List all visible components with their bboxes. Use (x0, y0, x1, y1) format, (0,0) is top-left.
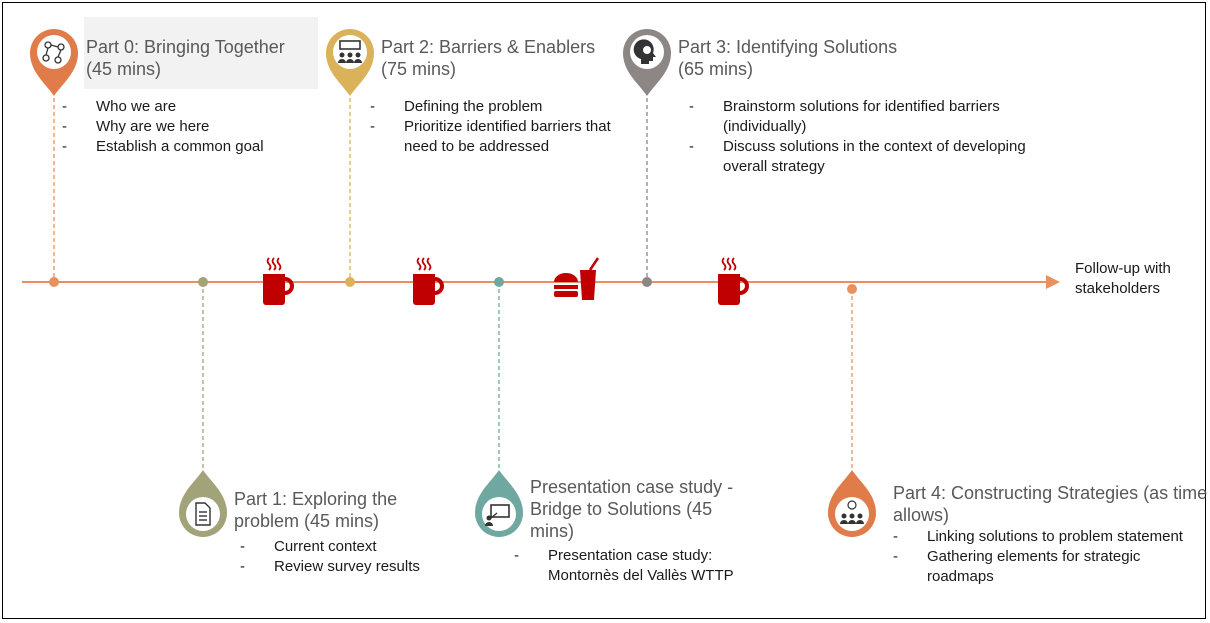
people-network-icon (42, 41, 65, 64)
part0-title-line2: (45 mins) (86, 59, 162, 79)
timeline-dot-part4 (847, 284, 857, 294)
part4-bullet: Gathering elements for strategic roadmap… (893, 547, 1183, 587)
part2-title-line1: Part 2: Barriers & Enablers (381, 37, 596, 57)
part4-bullets: Linking solutions to problem statement G… (893, 527, 1183, 587)
part1-bullet: Current context (240, 537, 470, 557)
pin-marker-presentation (475, 470, 523, 537)
part3-title-line2: (65 mins) (678, 59, 754, 79)
timeline-dot-part3 (642, 277, 652, 287)
pin-marker-part2 (326, 29, 374, 96)
part2-title-line2: (75 mins) (381, 59, 457, 79)
timeline-dot-part0 (49, 277, 59, 287)
part4-title-line2: allows) (893, 505, 950, 525)
pin-marker-part1 (179, 470, 227, 537)
part1-title-line2: problem (45 mins) (234, 511, 380, 531)
part3-bullet: Discuss solutions in the context of deve… (689, 137, 1039, 177)
team-idea-icon (840, 500, 864, 524)
part0-bullets: Who we are Why are we here Establish a c… (62, 97, 342, 157)
pin-marker-part4 (828, 470, 876, 537)
timeline-arrowhead (1046, 275, 1060, 289)
part1-title-line1: Part 1: Exploring the (234, 489, 398, 509)
part4-bullet: Linking solutions to problem statement (893, 527, 1183, 547)
lunch-burger-drink-icon (554, 257, 600, 300)
part0-bullet: Who we are (62, 97, 342, 117)
part2-bullets: Defining the problem Prioritize identifi… (370, 97, 630, 157)
part0-title-highlight (84, 17, 318, 89)
presenter-board-icon (485, 504, 510, 526)
presentation-title-line3: mins) (530, 521, 574, 541)
part3-title: Part 3: Identifying Solutions (65 mins) (678, 36, 897, 80)
head-brain-icon (633, 39, 656, 64)
part2-title: Part 2: Barriers & Enablers (75 mins) (381, 36, 595, 80)
presentation-bullet: Presentation case study: Montornès del V… (514, 546, 754, 586)
coffee-cup-icon (411, 256, 444, 307)
part1-title: Part 1: Exploring the problem (45 mins) (234, 488, 397, 532)
part3-bullet: Brainstorm solutions for identified barr… (689, 97, 1039, 137)
timeline-dot-part2 (345, 277, 355, 287)
audience-presentation-icon (338, 40, 362, 63)
part3-bullets: Brainstorm solutions for identified barr… (689, 97, 1039, 177)
part0-title-line1: Part 0: Bringing Together (86, 37, 285, 57)
part0-title: Part 0: Bringing Together (45 mins) (86, 36, 285, 80)
part1-bullet: Review survey results (240, 557, 470, 577)
pin-marker-part3 (623, 29, 671, 96)
coffee-cup-icon (261, 256, 294, 307)
part4-title-line1: Part 4: Constructing Strategies (as time (893, 483, 1208, 503)
presentation-title: Presentation case study - Bridge to Solu… (530, 476, 733, 542)
presentation-bullets: Presentation case study: Montornès del V… (514, 546, 754, 586)
part0-bullet: Why are we here (62, 117, 342, 137)
timeline-dot-part1 (198, 277, 208, 287)
part2-bullet: Defining the problem (370, 97, 630, 117)
timeline-dot-presentation (494, 277, 504, 287)
part0-bullet: Establish a common goal (62, 137, 342, 157)
part2-bullet: Prioritize identified barriers that need… (370, 117, 630, 157)
document-icon (195, 502, 211, 526)
part3-title-line1: Part 3: Identifying Solutions (678, 37, 898, 57)
followup-label: Follow-up with stakeholders (1075, 260, 1171, 297)
coffee-cup-icon (716, 256, 749, 307)
pin-marker-part0 (30, 29, 78, 96)
part1-bullets: Current context Review survey results (240, 537, 470, 577)
presentation-title-line2: Bridge to Solutions (45 (530, 499, 713, 519)
presentation-title-line1: Presentation case study - (530, 477, 734, 497)
part4-title: Part 4: Constructing Strategies (as time… (893, 482, 1207, 526)
